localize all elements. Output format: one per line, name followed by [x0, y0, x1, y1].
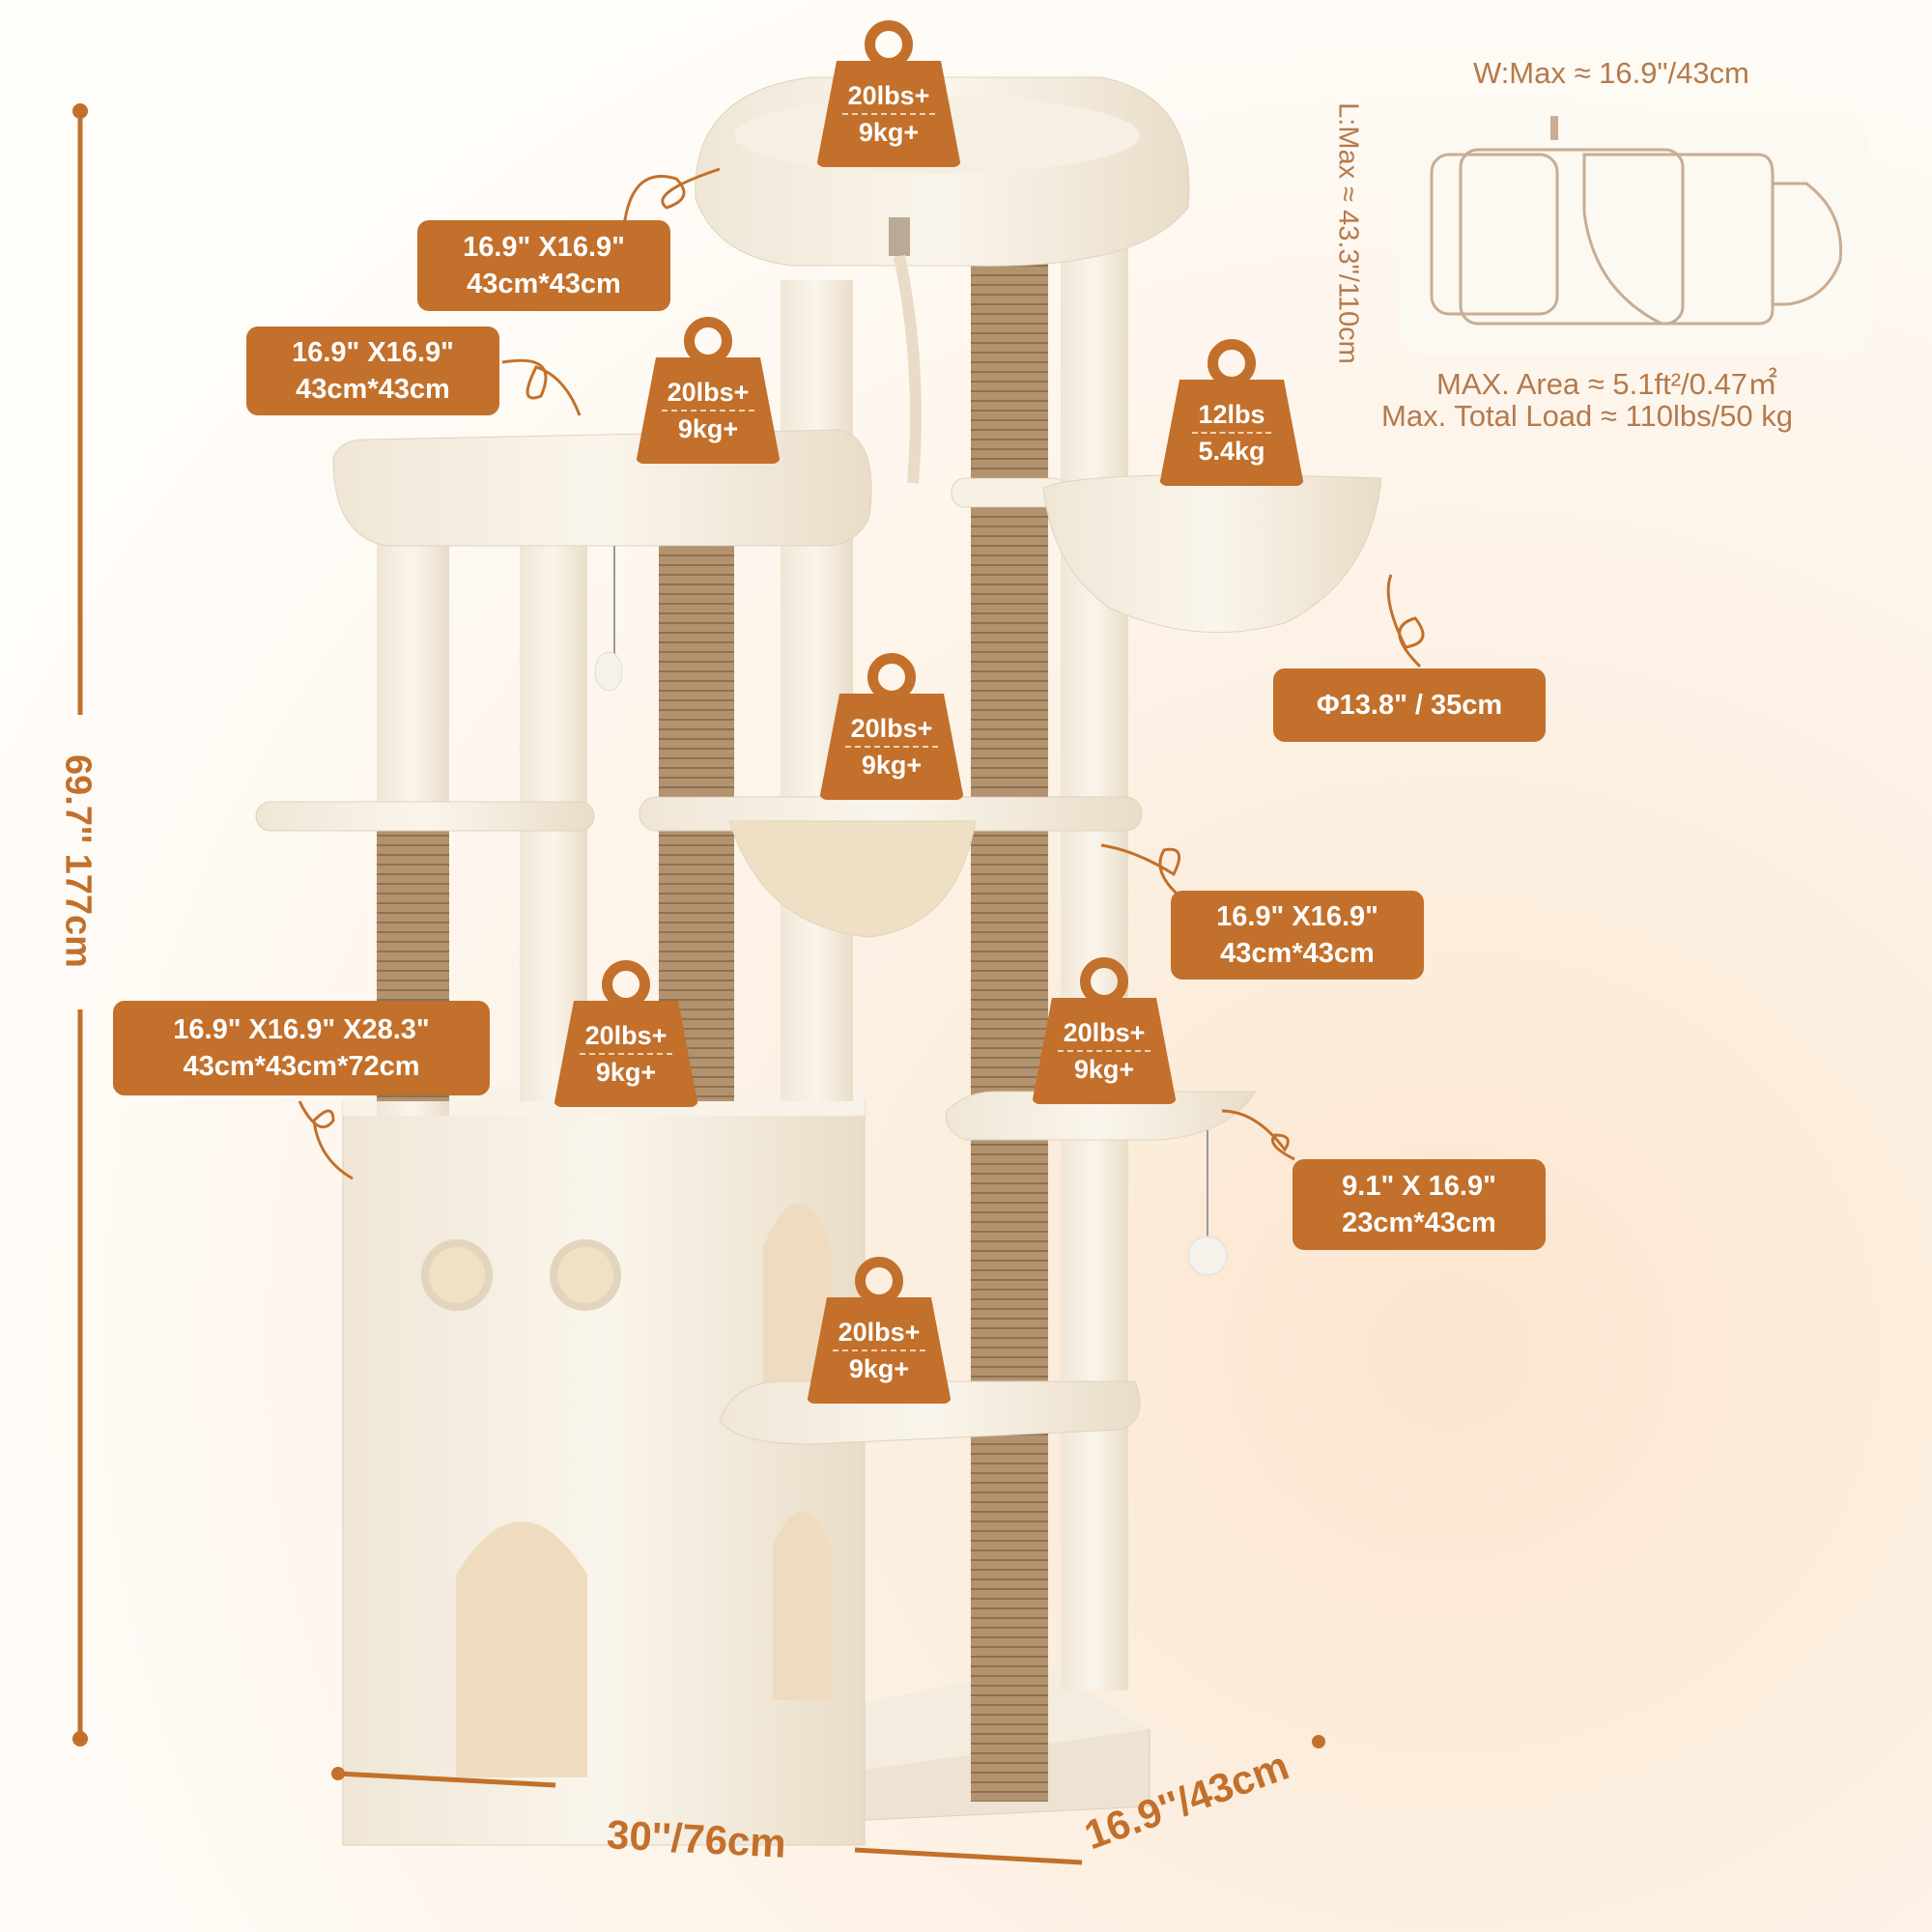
- label-line: 16.9" X16.9" X28.3": [173, 1014, 430, 1045]
- weight-kg: 9kg+: [848, 1354, 910, 1383]
- post-center: [781, 280, 853, 1101]
- height-dimension: 69.7'' 177cm: [57, 754, 99, 968]
- weight-kg: 9kg+: [1073, 1055, 1135, 1084]
- label-condo-size: 16.9" X16.9" X28.3" 43cm*43cm*72cm: [113, 1001, 490, 1095]
- label-line: 9.1" X 16.9": [1342, 1171, 1496, 1202]
- left-perch: [332, 429, 872, 547]
- post-tall-sisal: [971, 198, 1048, 1802]
- max-width-label: W:Max ≈ 16.9"/43cm: [1473, 56, 1749, 90]
- label-basket-size: Φ13.8" / 35cm: [1273, 668, 1546, 742]
- max-area-box: [1399, 114, 1867, 355]
- label-top-perch-size: 16.9" X16.9" 43cm*43cm: [417, 220, 670, 311]
- weight-tag-hammock: 20lbs+ 9kg+: [819, 653, 964, 800]
- weight-lbs: 20lbs+: [1057, 1015, 1151, 1052]
- weight-tag-right-platform: 20lbs+ 9kg+: [1032, 957, 1177, 1104]
- label-line: 23cm*43cm: [1342, 1208, 1496, 1238]
- label-line: 16.9" X16.9": [463, 232, 625, 263]
- weight-lbs: 20lbs+: [832, 1315, 926, 1351]
- label-line: 43cm*43cm: [467, 269, 621, 299]
- weight-kg: 5.4kg: [1198, 437, 1265, 466]
- label-left-perch-size: 16.9" X16.9" 43cm*43cm: [246, 327, 499, 415]
- label-line: 16.9" X16.9": [292, 337, 454, 368]
- weight-lbs: 20lbs+: [579, 1018, 673, 1055]
- weight-lbs: 12lbs: [1192, 397, 1271, 434]
- weight-lbs: 20lbs+: [841, 78, 936, 115]
- weight-kg: 9kg+: [677, 414, 739, 443]
- label-line: 16.9" X16.9": [1216, 901, 1378, 932]
- label-line: Φ13.8" / 35cm: [1316, 690, 1503, 721]
- right-platform: [945, 1091, 1257, 1141]
- weight-lbs: 20lbs+: [661, 375, 755, 412]
- width-dimension: 30''/76cm: [605, 1811, 787, 1866]
- label-line: 43cm*43cm*72cm: [183, 1051, 420, 1082]
- label-line: 43cm*43cm: [1220, 938, 1375, 969]
- weight-kg: 9kg+: [595, 1058, 657, 1087]
- weight-lbs: 20lbs+: [844, 711, 939, 748]
- weight-tag-top: 20lbs+ 9kg+: [816, 20, 961, 167]
- max-load-label: Max. Total Load ≈ 110lbs/50 kg: [1381, 399, 1794, 433]
- weight-tag-basket: 12lbs 5.4kg: [1159, 339, 1304, 486]
- max-area-label: MAX. Area ≈ 5.1ft²/0.47㎡: [1436, 367, 1778, 401]
- max-length-label: L:Max ≈ 43.3"/110cm: [1332, 102, 1364, 364]
- label-line: 43cm*43cm: [296, 374, 450, 405]
- weight-tag-lower-platform: 20lbs+ 9kg+: [807, 1257, 952, 1404]
- hammock: [728, 820, 977, 938]
- weight-kg: 9kg+: [858, 118, 920, 147]
- weight-tag-condo-roof: 20lbs+ 9kg+: [554, 960, 698, 1107]
- left-small-platform: [255, 801, 595, 832]
- label-small-platform-size: 9.1" X 16.9" 23cm*43cm: [1293, 1159, 1546, 1250]
- label-hammock-size: 16.9" X16.9" 43cm*43cm: [1171, 891, 1424, 980]
- weight-tag-left-perch: 20lbs+9kg+: [636, 317, 781, 464]
- weight-kg: 9kg+: [861, 751, 923, 780]
